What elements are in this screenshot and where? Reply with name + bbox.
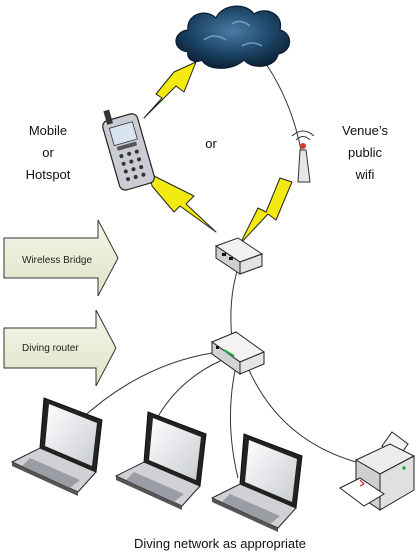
wifi-access-point-icon [291,130,315,183]
connection-lines [79,57,357,479]
diving-router-arrow [3,309,117,387]
wireless-bridge-arrow-label: Wireless Bridge [22,255,93,266]
mobile-label-line-1: Mobile [28,123,68,138]
venue-label-line-1: Venue’s [341,123,389,138]
router-to-laptop2-line [155,359,223,421]
diving-router-arrow-label: Diving router [22,343,79,354]
wireless-bridge-device-icon [214,237,264,275]
router-to-laptop1-line [79,352,213,421]
router-to-laptop3-line [229,365,239,479]
router-to-printer-line [247,367,357,463]
diving-router-device-icon [210,331,266,375]
cloud-to-wifi-line [261,57,303,156]
printer-icon [339,431,416,511]
mobile-phone-icon [102,109,155,191]
mobile-hotspot-label: Mobile or Hotspot [8,120,88,186]
internet-cloud-icon [175,5,291,69]
wireless-bridge-arrow [3,219,119,297]
laptop-2-icon [114,411,207,510]
lightning-cloud-to-phone-icon [143,61,197,119]
laptop-3-icon [210,433,303,532]
venue-label-line-2: public [348,145,382,160]
diagram-caption: Diving network as appropriate [134,536,306,551]
mobile-label-line-2: or [42,145,54,160]
venue-wifi-label: Venue’s public wifi [325,120,405,186]
lightning-wifi-to-bridge-icon [239,177,293,245]
laptop-1-icon [10,397,103,496]
lightning-phone-to-bridge-icon [149,173,217,233]
or-label: or [205,136,217,151]
mobile-label-line-3: Hotspot [25,167,71,182]
venue-label-line-3: wifi [355,167,375,182]
bridge-to-router-line [230,267,239,341]
lightning-bolts [143,61,293,245]
